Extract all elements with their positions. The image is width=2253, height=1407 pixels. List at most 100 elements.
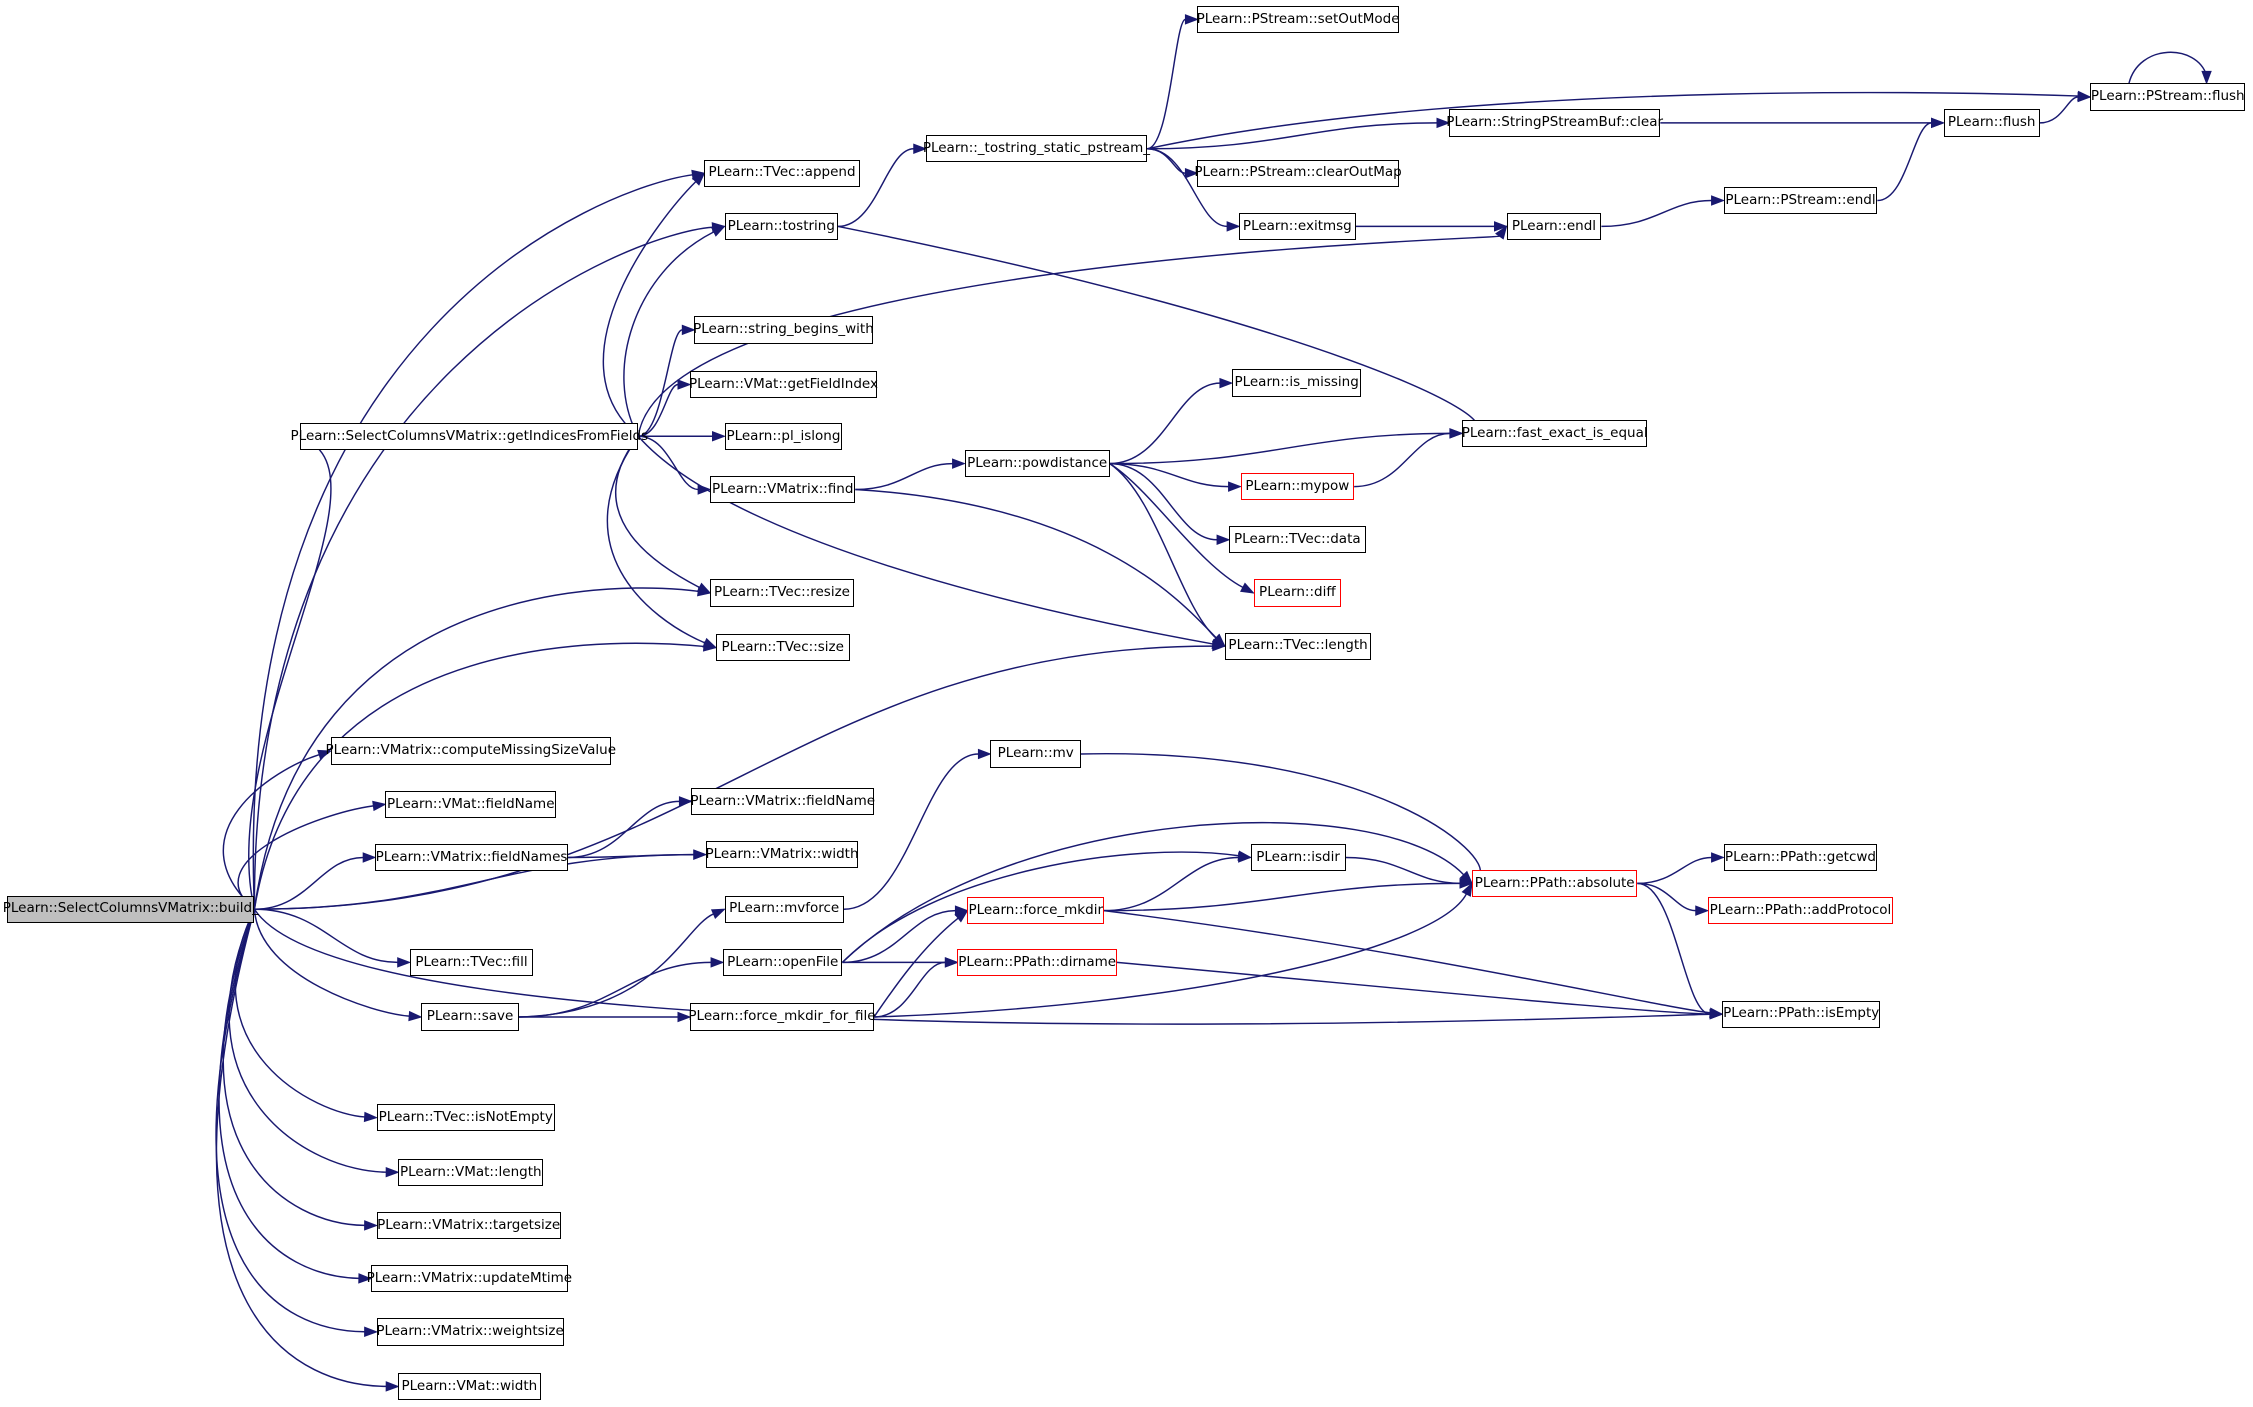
node-pl-islong[interactable]: PLearn::pl_islong: [724, 422, 843, 450]
node-mvforce[interactable]: PLearn::mvforce: [724, 895, 844, 923]
edge-arrowhead: [397, 957, 412, 968]
node-computeMissingSizeValue[interactable]: PLearn::VMatrix::computeMissingSizeValue: [326, 737, 616, 765]
edge-arrowhead: [1711, 852, 1725, 863]
node-string-begins-with[interactable]: PLearn::string_begins_with: [693, 316, 874, 344]
edge-arrowhead: [1212, 633, 1226, 648]
node-isNotEmpty[interactable]: PLearn::TVec::isNotEmpty: [376, 1104, 555, 1132]
node-root[interactable]: PLearn::SelectColumnsVMatrix::build_: [3, 895, 259, 923]
node-vmat-length[interactable]: PLearn::VMat::length: [398, 1158, 544, 1186]
edge-arrowhead: [364, 1326, 379, 1337]
node-vmat-width[interactable]: PLearn::VMat::width: [398, 1372, 541, 1401]
node-force-mkdir-for-file[interactable]: PLearn::force_mkdir_for_file: [688, 1003, 876, 1031]
edge-root-to-vmatrix_fieldNames: [254, 856, 364, 910]
edge-tostring-to-tostring_static: [838, 148, 914, 228]
node-tostring[interactable]: PLearn::tostring: [724, 212, 839, 241]
node-isEmpty[interactable]: PLearn::PPath::isEmpty: [1722, 1000, 1881, 1028]
node-tvec-fill[interactable]: PLearn::TVec::fill: [409, 948, 534, 977]
node-vmatrix-find[interactable]: PLearn::VMatrix::find: [710, 475, 856, 504]
node-pstream-endl[interactable]: PLearn::PStream::endl: [1723, 186, 1878, 215]
node-clearOutMap[interactable]: PLearn::PStream::clearOutMap: [1194, 159, 1402, 187]
node-mypow[interactable]: PLearn::mypow: [1240, 472, 1355, 501]
edge-mvforce-to-mv: [843, 753, 979, 910]
node-is-missing[interactable]: PLearn::is_missing: [1231, 369, 1362, 397]
edge-openFile-to-isdir: [841, 851, 1239, 963]
edge-arrowhead: [363, 1111, 379, 1123]
edge-tostring_static-to-stringbuf_clear: [1147, 122, 1438, 150]
node-mv[interactable]: PLearn::mv: [990, 740, 1081, 768]
edge-endl-to-pstream_endl: [1601, 199, 1712, 228]
node-tvec-length[interactable]: PLearn::TVec::length: [1224, 632, 1372, 660]
edge-arrowhead: [1436, 117, 1451, 129]
edge-arrowhead: [364, 1220, 379, 1231]
edge-arrowhead: [691, 172, 706, 186]
node-weightsize[interactable]: PLearn::VMatrix::weightsize: [376, 1318, 564, 1346]
edge-powdistance-to-fast_exact_is_equal: [1109, 432, 1450, 465]
edge-getIndicesFromFields-to-vmatrix_find: [638, 435, 699, 491]
node-vmat-getFieldIndex[interactable]: PLearn::VMat::getFieldIndex: [689, 370, 878, 399]
edge-force_mkdir_for_file-to-force_mkdir: [873, 917, 959, 1018]
node-vmatrix-width[interactable]: PLearn::VMatrix::width: [706, 840, 859, 869]
edge-arrowhead: [677, 379, 692, 390]
edge-arrowhead: [317, 749, 332, 760]
edge-force_mkdir-to-absolute: [1103, 882, 1461, 912]
edge-arrowhead: [1709, 1008, 1724, 1020]
edge-arrowhead: [1495, 225, 1508, 240]
edge-openFile-to-absolute: [841, 822, 1465, 963]
edge-arrowhead: [952, 458, 966, 469]
edge-arrowhead: [385, 1381, 400, 1392]
edge-mv-to-absolute: [1080, 753, 1481, 875]
node-tostring-static[interactable]: PLearn::_tostring_static_pstream_: [923, 135, 1150, 163]
node-stringbuf-clear[interactable]: PLearn::StringPStreamBuf::clear: [1446, 109, 1663, 137]
edge-vmatrix_fieldNames-to-vmatrix_width: [567, 853, 694, 859]
edge-root-to-weightsize: [215, 909, 365, 1333]
node-diff[interactable]: PLearn::diff: [1253, 579, 1342, 607]
node-save[interactable]: PLearn::save: [421, 1003, 519, 1031]
edge-pstream_endl-to-flush: [1877, 122, 1932, 202]
node-tvec-size[interactable]: PLearn::TVec::size: [715, 633, 850, 662]
node-vmatrix-fieldName[interactable]: PLearn::VMatrix::fieldName: [690, 787, 875, 816]
edge-absolute-to-addProtocol: [1637, 882, 1696, 912]
node-dirname[interactable]: PLearn::PPath::dirname: [957, 948, 1117, 977]
node-tvec-append[interactable]: PLearn::TVec::append: [704, 159, 860, 187]
node-getcwd[interactable]: PLearn::PPath::getcwd: [1723, 843, 1878, 872]
node-tvec-resize[interactable]: PLearn::TVec::resize: [710, 579, 854, 607]
edge-arrowhead: [693, 849, 708, 860]
edge-getIndicesFromFields-to-tvec_resize: [615, 435, 700, 589]
node-setOutMode[interactable]: PLearn::PStream::setOutMode: [1197, 5, 1400, 34]
node-absolute[interactable]: PLearn::PPath::absolute: [1472, 869, 1638, 897]
edge-arrowhead: [678, 796, 693, 807]
edge-getIndicesFromFields-to-endl: [637, 235, 1501, 437]
edge-getIndicesFromFields-to-string_begins_with: [638, 329, 683, 438]
node-openFile[interactable]: PLearn::openFile: [723, 948, 843, 977]
node-endl[interactable]: PLearn::endl: [1506, 212, 1602, 241]
edge-root-to-isEmpty: [253, 908, 1711, 1025]
edge-arrowhead: [385, 1166, 400, 1178]
edge-powdistance-to-diff: [1109, 462, 1244, 589]
edge-root-to-isNotEmpty: [234, 908, 365, 1118]
node-updateMtime[interactable]: PLearn::VMatrix::updateMtime: [367, 1265, 572, 1293]
node-targetsize[interactable]: PLearn::VMatrix::targetsize: [376, 1211, 561, 1240]
node-fast-exact-is-equal[interactable]: PLearn::fast_exact_is_equal: [1462, 419, 1648, 448]
edge-getIndicesFromFields-to-tvec_size: [606, 435, 706, 644]
node-addProtocol[interactable]: PLearn::PPath::addProtocol: [1707, 897, 1894, 925]
node-pstream-flush[interactable]: PLearn::PStream::flush: [2090, 83, 2246, 111]
edge-arrowhead: [1459, 878, 1474, 889]
node-isdir[interactable]: PLearn::isdir: [1250, 843, 1346, 872]
edge-arrowhead: [712, 431, 726, 442]
node-powdistance[interactable]: PLearn::powdistance: [964, 449, 1110, 478]
node-force-mkdir[interactable]: PLearn::force_mkdir: [967, 897, 1104, 925]
edge-powdistance-to-mypow: [1109, 462, 1229, 488]
edge-tostring-to-fast_exact_is_equal: [837, 225, 1478, 431]
node-exitmsg[interactable]: PLearn::exitmsg: [1239, 212, 1356, 241]
node-flush[interactable]: PLearn::flush: [1943, 109, 2040, 137]
node-vmatrix-fieldNames[interactable]: PLearn::VMatrix::fieldNames: [375, 843, 568, 872]
node-vmat-fieldName[interactable]: PLearn::VMat::fieldName: [385, 790, 557, 818]
edge-arrowhead: [944, 957, 959, 968]
node-getIndicesFromFields[interactable]: PLearn::SelectColumnsVMatrix::getIndices…: [291, 422, 648, 450]
node-tvec-data[interactable]: PLearn::TVec::data: [1229, 526, 1366, 554]
edge-root-to-tvec_resize: [253, 587, 699, 910]
edge-isdir-to-absolute: [1345, 856, 1461, 885]
edge-absolute-to-getcwd: [1637, 856, 1712, 885]
edge-root-to-vmatrix_width: [254, 853, 694, 910]
